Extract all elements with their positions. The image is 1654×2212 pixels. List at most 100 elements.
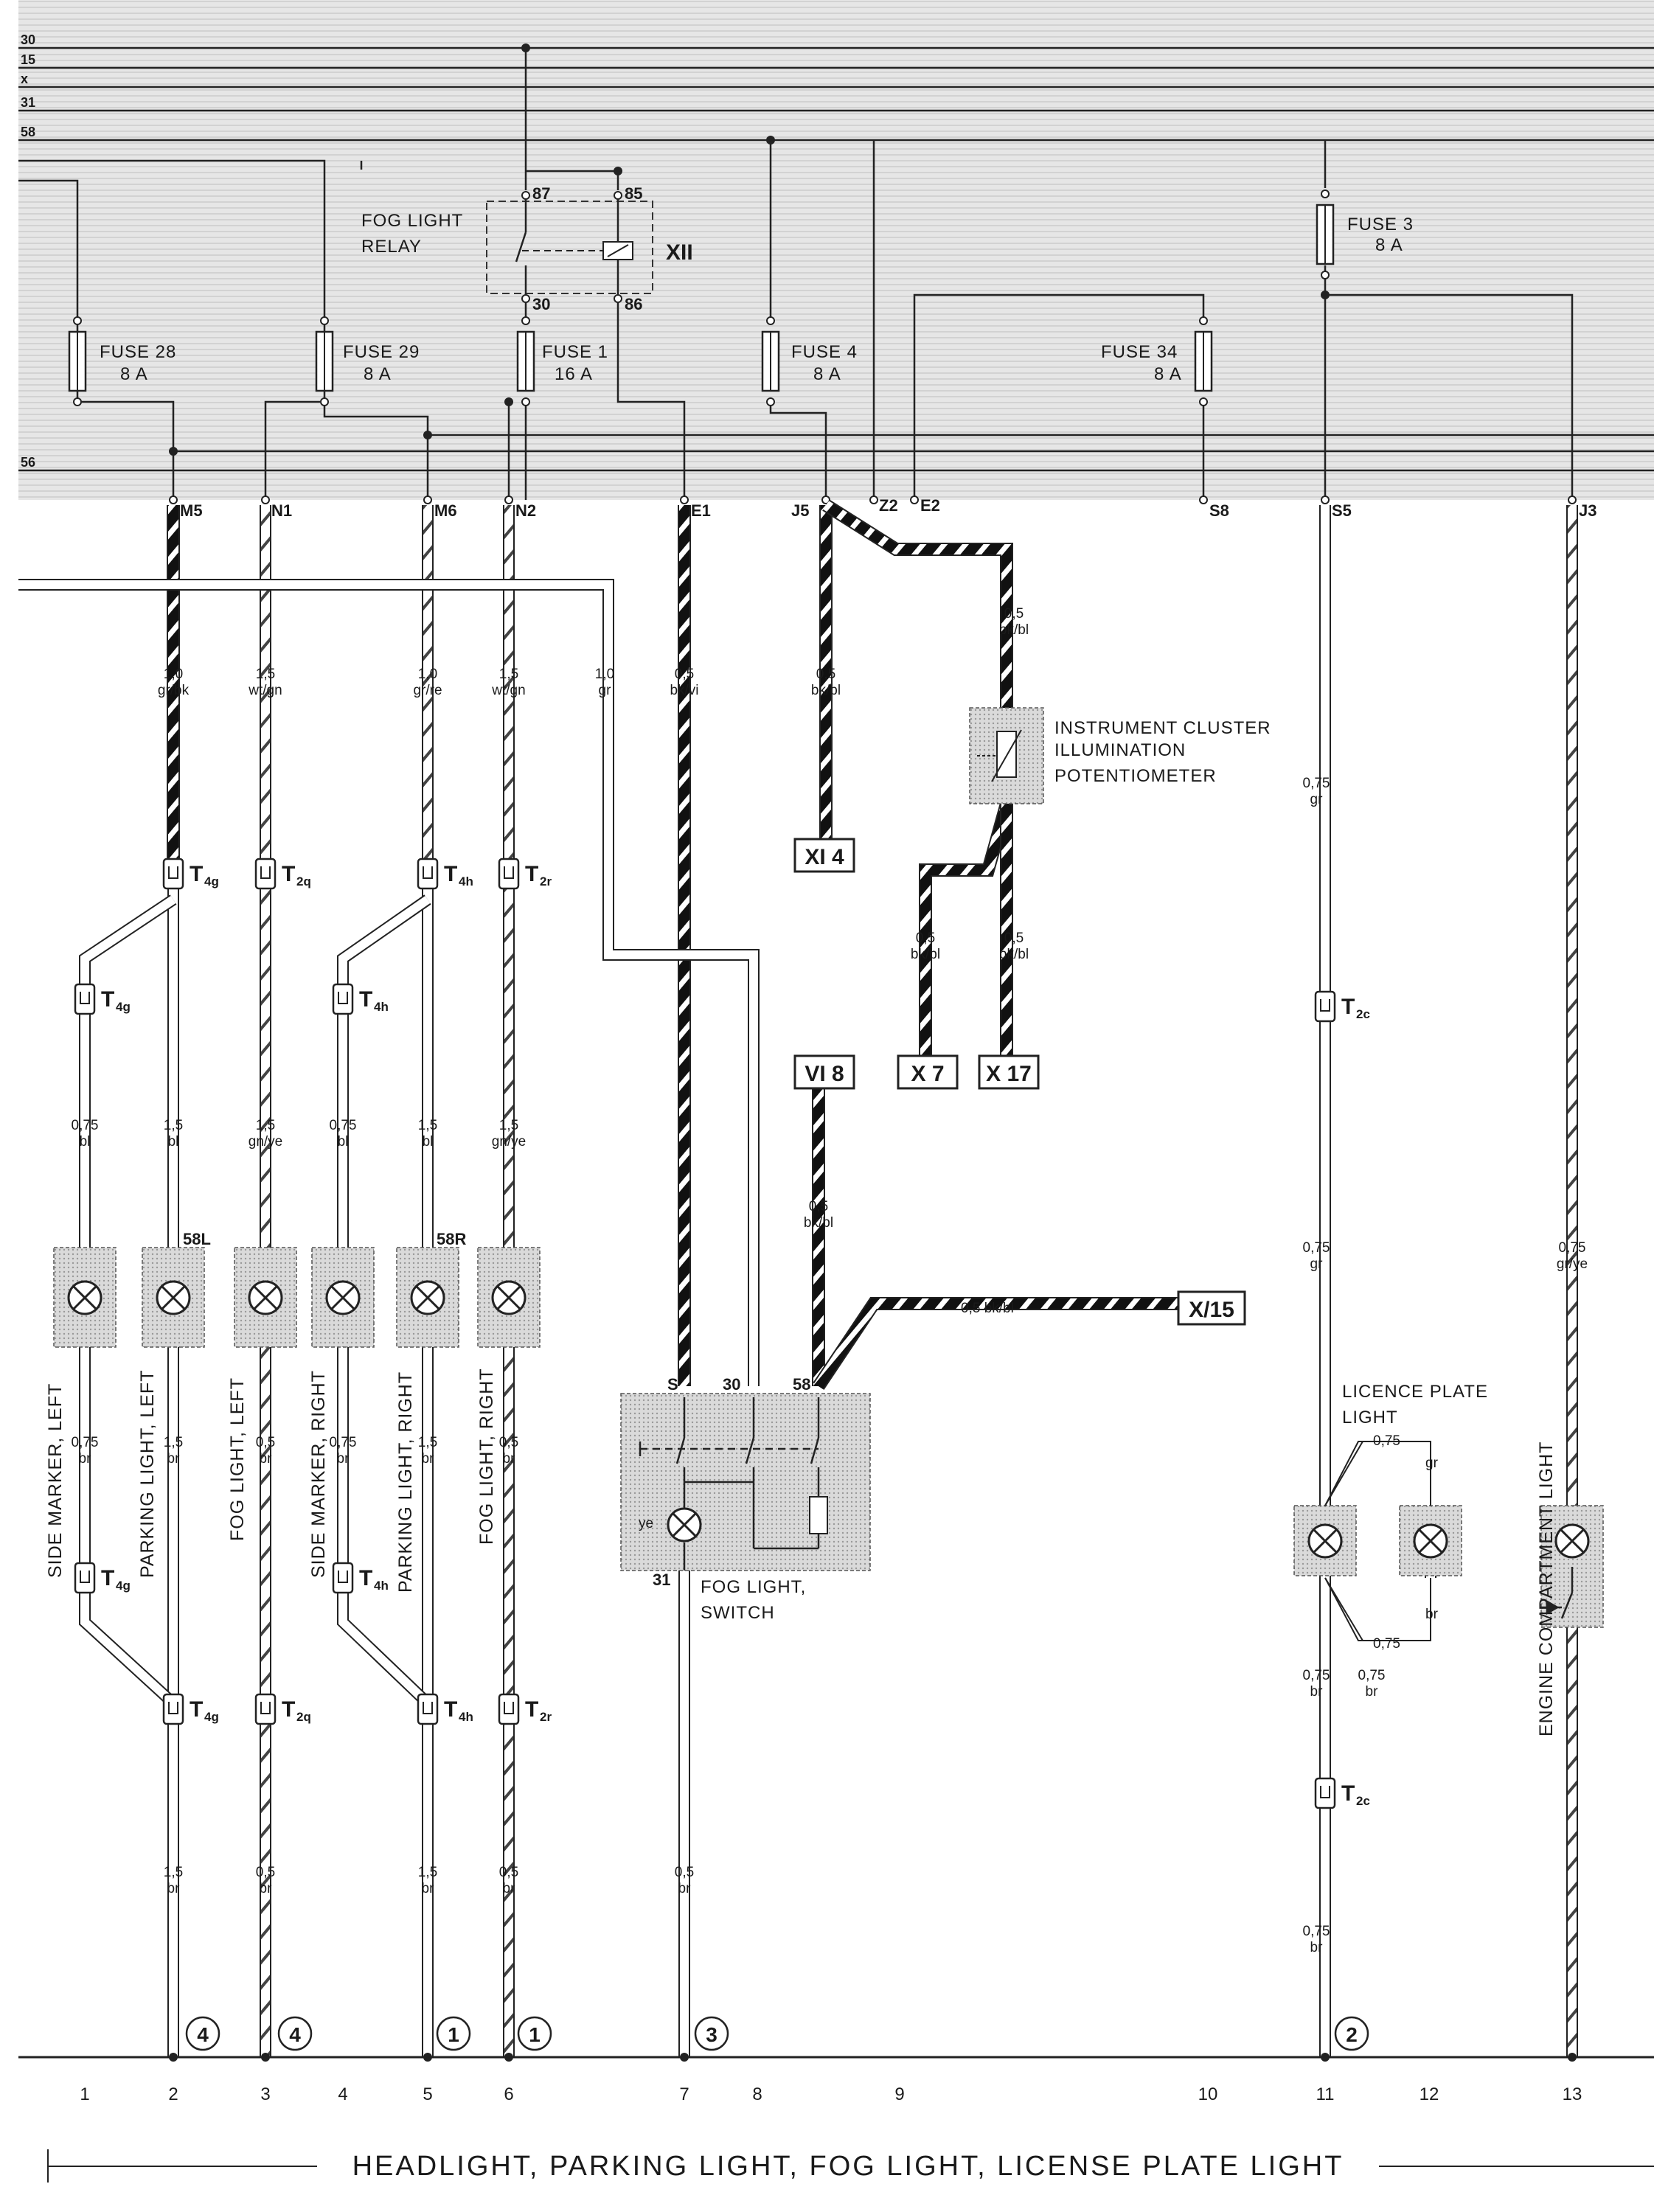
fuse-box-panel [18, 0, 1654, 500]
wire-size-11: 1,5 [256, 1118, 275, 1133]
ground-label-1: 4 [289, 2023, 301, 2046]
connector-letter-4: T [101, 987, 114, 1012]
relay-terminal-85: 85 [625, 184, 642, 203]
bus-label-31: 31 [21, 95, 35, 110]
lamp-4 [396, 1247, 459, 1348]
terminal-pins [169, 495, 1577, 504]
connector-sub-3: 2r [540, 874, 552, 888]
terminal-pin-10 [1568, 495, 1577, 504]
relay-code: XII [666, 240, 693, 265]
inline-wire-label: 0,5 bk/bl [961, 1301, 1014, 1316]
wire-size-28: 0,5 [809, 1199, 828, 1214]
connector-box-x17: X 17 [986, 1062, 1032, 1086]
path-number-8: 8 [752, 2084, 762, 2104]
wire-size-17: 0,5 [256, 1435, 275, 1450]
wire-color-20: br [503, 1451, 516, 1467]
wire-size-0: 1,0 [164, 667, 183, 682]
path-number-9: 9 [894, 2084, 904, 2104]
wire-size-3: 1,5 [499, 667, 518, 682]
instrument-potentiometer [969, 707, 1044, 804]
wire-size-23: 1,5 [418, 1865, 437, 1880]
path-number-12: 12 [1420, 2084, 1439, 2104]
wire-color-7: bk/bl [999, 622, 1029, 638]
fuse-3-rating: 8 A [1375, 235, 1403, 255]
wire-j5-to-potentiometer [823, 501, 1012, 708]
wire-size-4: 1,0 [595, 667, 614, 682]
lamp-label-fog-left: FOG LIGHT, LEFT [227, 1377, 248, 1541]
fuse-1-name: FUSE 1 [542, 342, 608, 362]
fuse-3-name: FUSE 3 [1347, 215, 1414, 234]
fuse-symbol-3 [761, 316, 780, 406]
switch-label-line1: FOG LIGHT, [701, 1577, 806, 1597]
ground-circle-2 [436, 2016, 471, 2051]
wire-size-31: 0,75 [1303, 1668, 1330, 1683]
terminal-pin-0 [169, 495, 178, 504]
terminal-J5: J5 [791, 501, 809, 520]
switch-terminal-30: 30 [723, 1375, 740, 1394]
terminal-pin-9 [1321, 495, 1330, 504]
path-number-4: 4 [338, 2084, 347, 2104]
ground-circle-1 [277, 2016, 313, 2051]
fuse-29-rating: 8 A [364, 364, 392, 384]
wire-color-22: br [260, 1881, 273, 1896]
connector-letter-0: T [190, 862, 203, 886]
engine-compartment-switch [1541, 1567, 1574, 1619]
wire-size-7: 0,5 [1004, 606, 1024, 622]
ground-label-4: 3 [706, 2023, 717, 2046]
wire-size-25: 0,5 [675, 1865, 694, 1880]
terminal-S5: S5 [1332, 501, 1352, 520]
terminal-pin-3 [504, 495, 513, 504]
ground-dot-1 [261, 2053, 270, 2062]
licence-plate-wire-color-br: br [1425, 1607, 1439, 1622]
path-number-11: 11 [1316, 2084, 1335, 2104]
wire-color-33: br [1366, 1684, 1379, 1700]
ground-circle-0 [185, 2016, 220, 2051]
fuse-symbol-2 [516, 316, 535, 406]
wire-color-29: gr [1310, 1256, 1324, 1272]
wire-size-33: 0,75 [1358, 1668, 1386, 1683]
path-number-7: 7 [679, 2084, 689, 2104]
wires-layer: 1,0gr/bk1,5wt/gn1,0gr/re1,5wt/gn1,0gr0,5… [18, 499, 1588, 2057]
wire-color-0: gr/bk [158, 683, 190, 698]
wire-size-2: 1,0 [418, 667, 437, 682]
lamp-terminal-58R: 58R [437, 1230, 466, 1248]
connector-sub-7: 4g [116, 1579, 131, 1593]
switch-terminal-58: 58 [793, 1375, 810, 1394]
connector-box-x15: X/15 [1189, 1298, 1234, 1322]
ground-dot-0 [169, 2053, 178, 2062]
connector-sub-13: 2c [1356, 1794, 1370, 1808]
bus-label-58: 58 [21, 125, 35, 139]
diagram-title: HEADLIGHT, PARKING LIGHT, FOG LIGHT, LIC… [352, 2151, 1344, 2182]
licence-plate-light [1324, 1441, 1431, 1641]
wire-size-27: 0,5 [1004, 931, 1024, 946]
wire-color-9: bl [80, 1134, 91, 1150]
connector-sub-0: 4g [204, 874, 219, 888]
wire-size-8: 0,75 [1303, 776, 1330, 791]
wire-color-11: gn/ye [249, 1134, 282, 1150]
licence-plate-wire-color-gr: gr [1425, 1455, 1439, 1471]
connector-letter-9: T [190, 1697, 203, 1722]
terminal-S8: S8 [1209, 501, 1229, 520]
terminal-M6: M6 [434, 501, 457, 520]
wire-color-13: bl [423, 1134, 434, 1150]
junction-dots [169, 44, 1330, 456]
ground-dot-4 [680, 2053, 689, 2062]
switch-terminal-s: S [667, 1375, 678, 1394]
switch-terminal-31: 31 [653, 1571, 670, 1589]
potentiometer-label-line3: POTENTIOMETER [1054, 766, 1217, 786]
connector-sub-1: 2q [296, 874, 311, 888]
lamp-label-side-marker-left: SIDE MARKER, LEFT [45, 1383, 66, 1578]
ground-circle-4 [694, 2016, 729, 2051]
ground-label-0: 4 [197, 2023, 209, 2046]
ground-label-3: 1 [529, 2023, 541, 2046]
title-rule [47, 2149, 1654, 2183]
potentiometer-label-line2: ILLUMINATION [1054, 740, 1186, 760]
wire-color-28: bk/bl [804, 1215, 833, 1231]
wire-color-24: br [503, 1881, 516, 1896]
